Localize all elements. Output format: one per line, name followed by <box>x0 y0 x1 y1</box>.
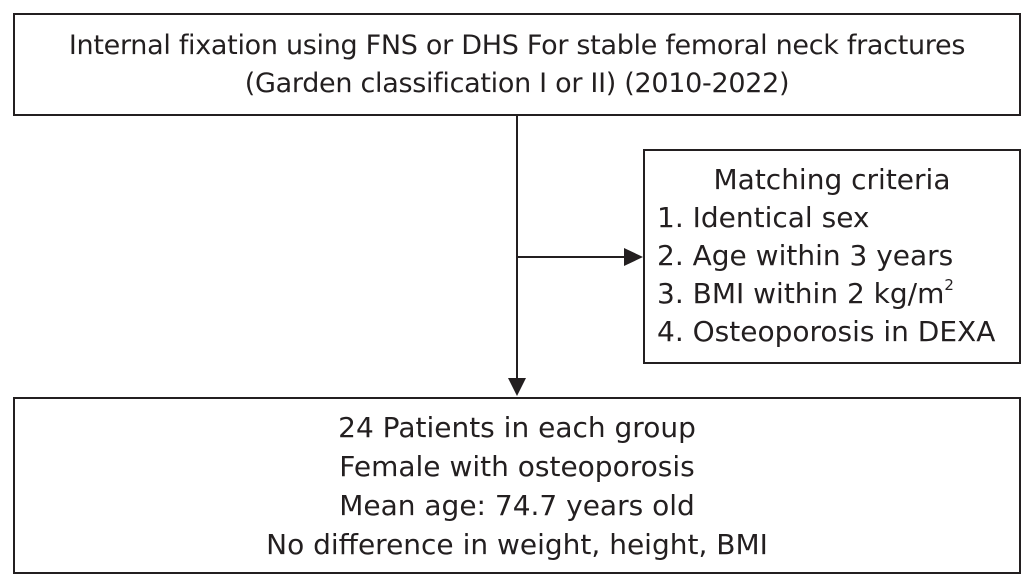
matching-criteria-box: Matching criteria 1. Identical sex 2. Ag… <box>643 149 1021 364</box>
result-line-sex: Female with osteoporosis <box>339 449 695 483</box>
matching-criteria-title: Matching criteria <box>713 163 951 196</box>
criteria-item-age: 2. Age within 3 years <box>657 239 954 272</box>
criteria-item-sex: 1. Identical sex <box>657 201 870 234</box>
criteria-item-bmi: 3. BMI within 2 kg/m2 <box>657 275 1019 313</box>
result-box: 24 Patients in each group Female with os… <box>13 397 1021 574</box>
criteria-item-bmi-text: 3. BMI within 2 kg/m <box>657 277 945 310</box>
inclusion-box: Internal fixation using FNS or DHS For s… <box>13 13 1021 116</box>
result-line-age: Mean age: 74.7 years old <box>339 488 695 522</box>
result-line-patients: 24 Patients in each group <box>338 410 696 444</box>
main-flow-arrowhead <box>508 378 526 396</box>
result-line-difference: No difference in weight, height, BMI <box>266 527 768 561</box>
inclusion-line-2: (Garden classification I or II) (2010-20… <box>244 67 790 99</box>
inclusion-line-1: Internal fixation using FNS or DHS For s… <box>68 29 966 61</box>
branch-to-criteria-arrowhead <box>624 248 643 266</box>
bmi-unit-superscript: 2 <box>944 276 954 294</box>
criteria-item-osteoporosis: 4. Osteoporosis in DEXA <box>657 315 996 348</box>
